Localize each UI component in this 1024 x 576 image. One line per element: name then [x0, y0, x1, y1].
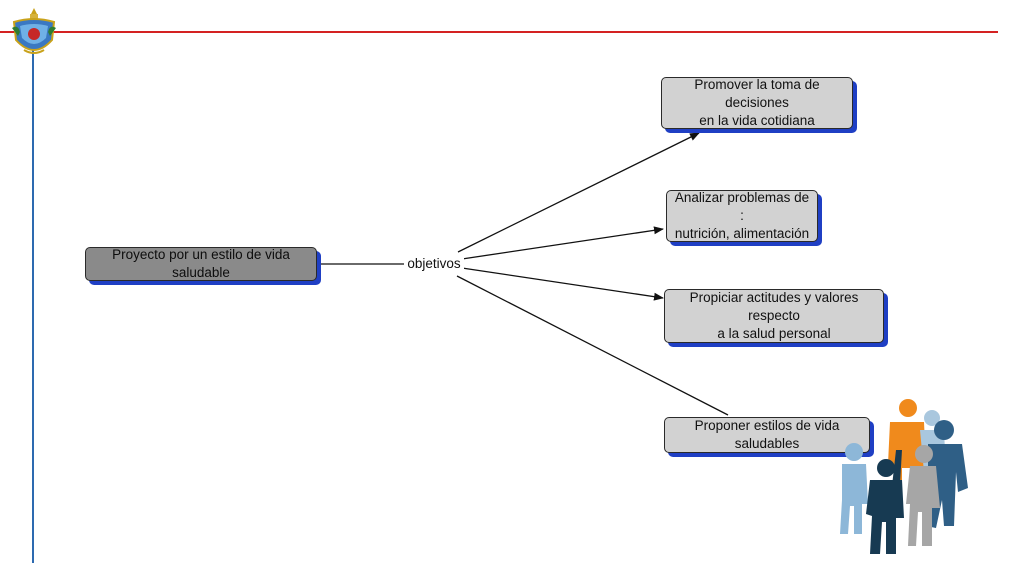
header-divider-line	[0, 31, 998, 33]
arrow-to-objective-3	[461, 267, 664, 301]
line-to-objective-4	[456, 275, 729, 416]
objective-node-1: Promover la toma de decisiones en la vid…	[661, 77, 853, 129]
objective-node-2: Analizar problemas de : nutrición, alime…	[666, 190, 818, 242]
objective-node-3: Propiciar actitudes y valores respecto a…	[664, 289, 884, 343]
arrow-to-objective-2	[461, 226, 664, 260]
arrow-to-objective-1	[457, 132, 700, 253]
institution-crest-icon	[12, 8, 56, 54]
relation-label: objetivos	[404, 254, 464, 274]
objective-node-4: Proponer estilos de vida saludables	[664, 417, 870, 453]
people-group-icon	[840, 399, 968, 554]
side-divider-line	[32, 45, 34, 563]
root-node: Proyecto por un estilo de vida saludable	[85, 247, 317, 281]
